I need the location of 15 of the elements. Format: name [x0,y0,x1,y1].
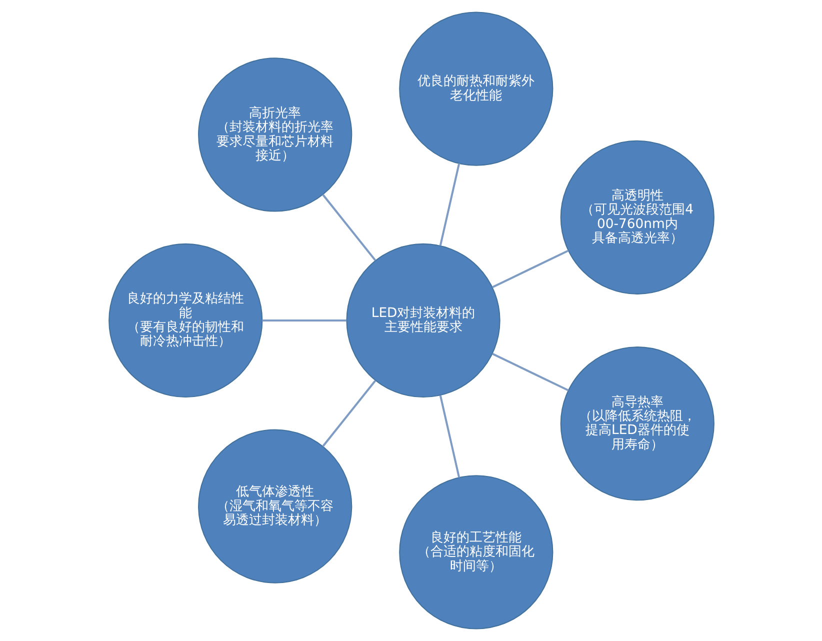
node-circle: 高导热率 （以降低系统热阻，提高LED器件的使用寿命） [560,346,714,501]
node-circle: 良好的力学及粘结性能 （要有良好的韧性和耐冷热冲击性） [108,243,262,398]
node-circle: 低气体渗透性 （湿气和氧气等不容易透过封装材料） [198,429,352,584]
connector [438,163,460,246]
connector [262,319,346,322]
connector [322,380,376,448]
node-circle: 高透明性 （可见光波段范围400-760nm内具备高透光率） [560,140,714,294]
node-circle: LED对封装材料的主要性能要求 [346,243,500,398]
connector [492,352,568,392]
connector [322,194,376,262]
connector [438,395,460,478]
node-circle: 优良的耐热和耐紫外老化性能 [398,12,553,166]
node-circle: 高折光率 （封装材料的折光率要求尽量和芯片材料接近） [198,58,352,212]
connector [492,250,568,288]
node-circle: 良好的工艺性能 （合适的粘度和固化时间等） [398,475,553,630]
